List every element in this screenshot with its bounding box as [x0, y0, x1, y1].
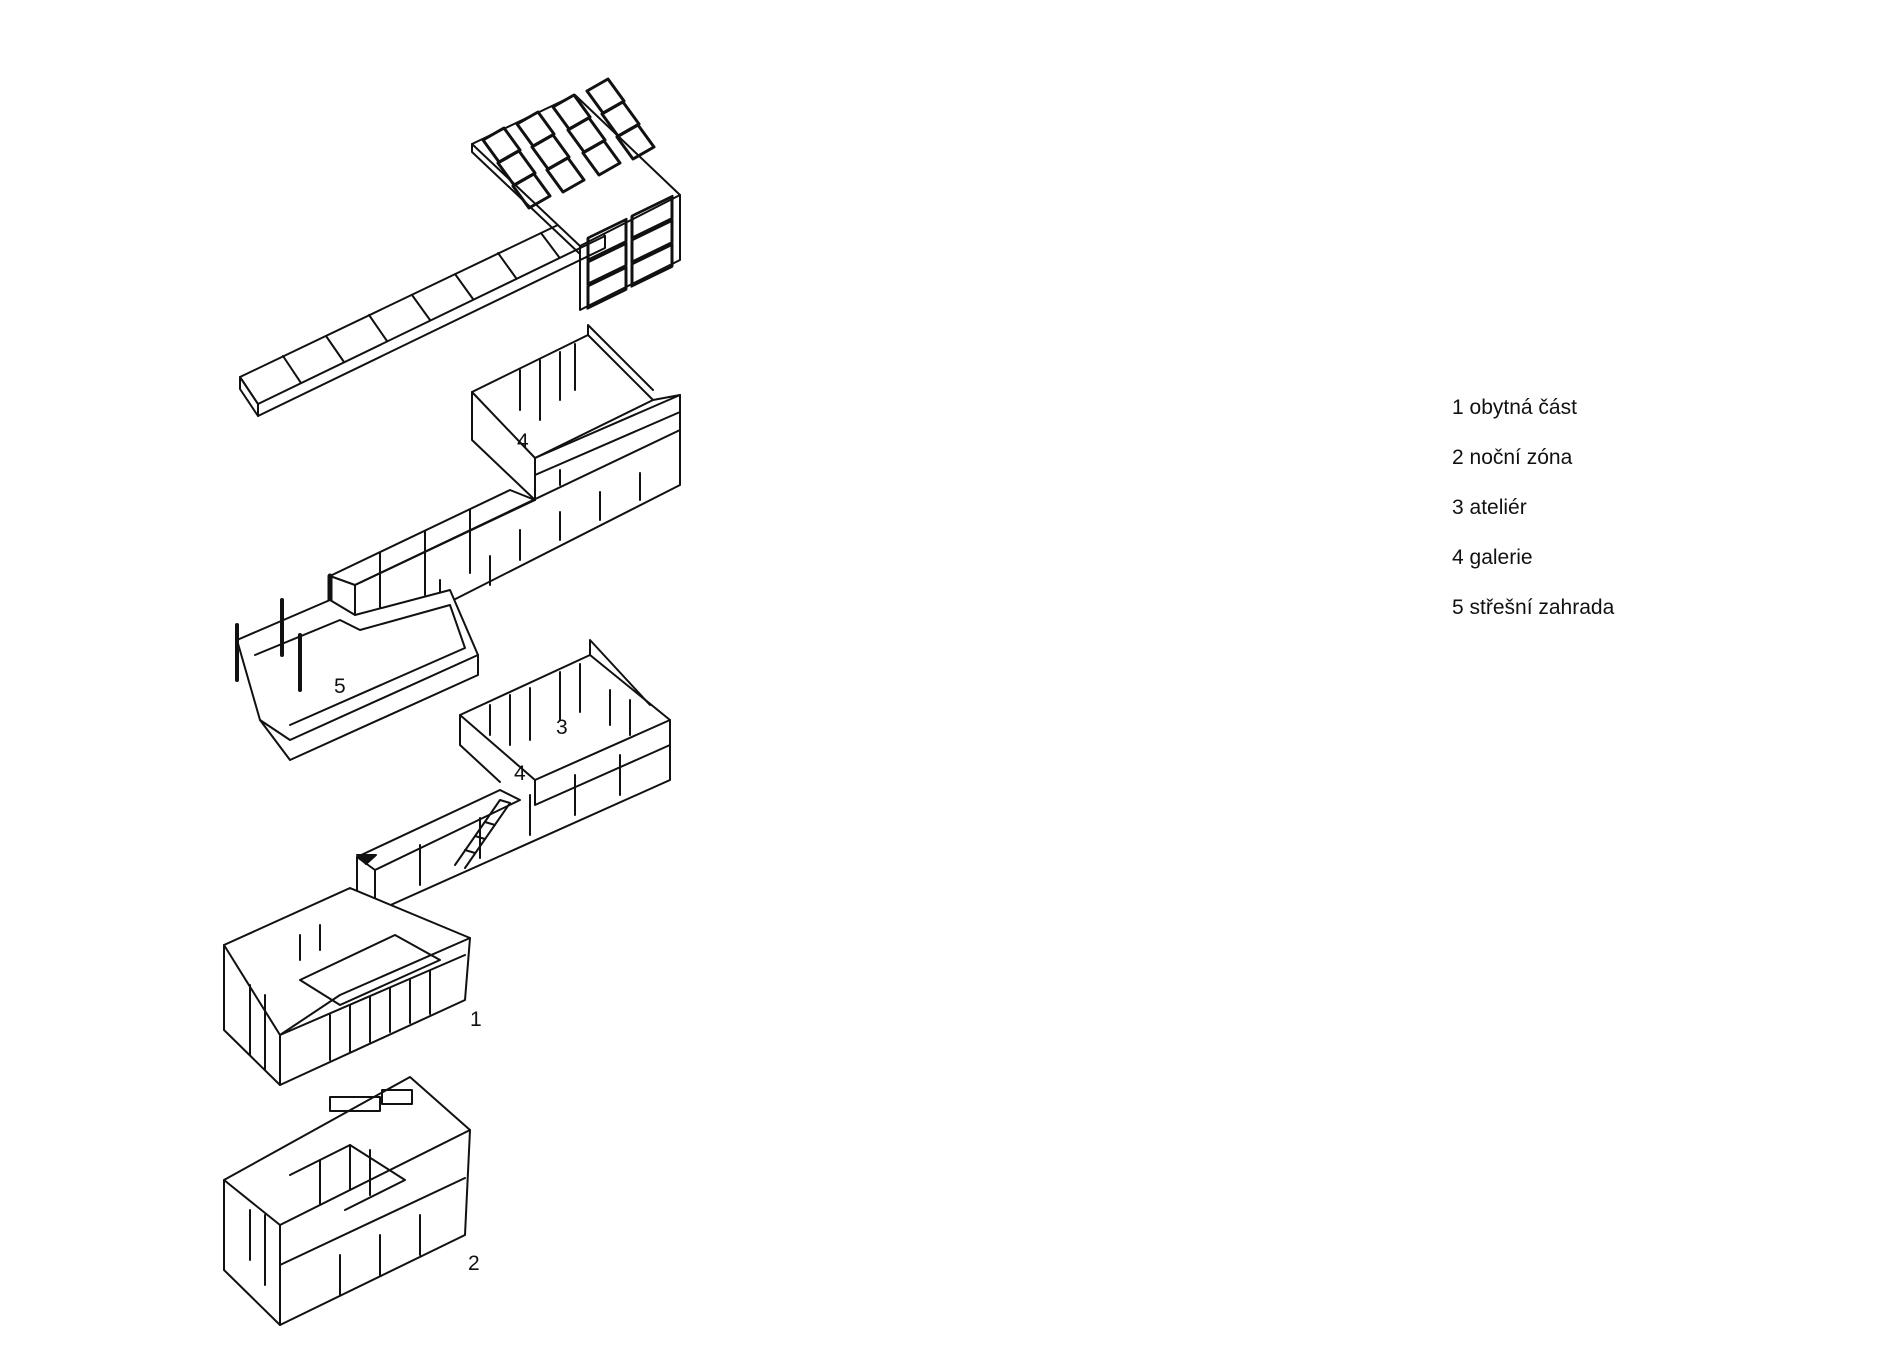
label-upper-atelier: 3 — [556, 716, 568, 739]
stair — [454, 799, 511, 869]
living-level — [223, 887, 471, 1086]
legend-item: 1 obytná část — [1452, 396, 1577, 419]
living-glazing — [249, 924, 441, 1071]
label-living: 1 — [470, 1008, 482, 1031]
legend-item: 5 střešní zahrada — [1452, 596, 1615, 619]
roof-level — [239, 77, 681, 417]
corridor-glazing — [379, 472, 641, 619]
label-roof-garden: 5 — [334, 675, 346, 698]
label-upper-gallery: 4 — [514, 762, 526, 785]
legend-item: 3 ateliér — [1452, 496, 1527, 519]
legend: 1 obytná část 2 noční zóna 3 ateliér 4 g… — [1452, 397, 1614, 647]
solar-panels — [481, 77, 656, 210]
roof-strip-panels — [282, 232, 560, 384]
atelier-glazing — [489, 663, 631, 746]
entrance-arrow — [356, 854, 377, 865]
label-roof-gallery: 4 — [517, 430, 529, 453]
night-partitions — [249, 1089, 421, 1296]
gallery-box-glazing — [519, 343, 576, 486]
legend-item: 4 galerie — [1452, 546, 1533, 569]
night-level — [223, 1076, 471, 1326]
label-night: 2 — [468, 1252, 480, 1275]
roof-garden-level — [235, 324, 681, 761]
legend-item: 2 noční zóna — [1452, 446, 1573, 469]
upper-floor-level — [356, 639, 671, 913]
